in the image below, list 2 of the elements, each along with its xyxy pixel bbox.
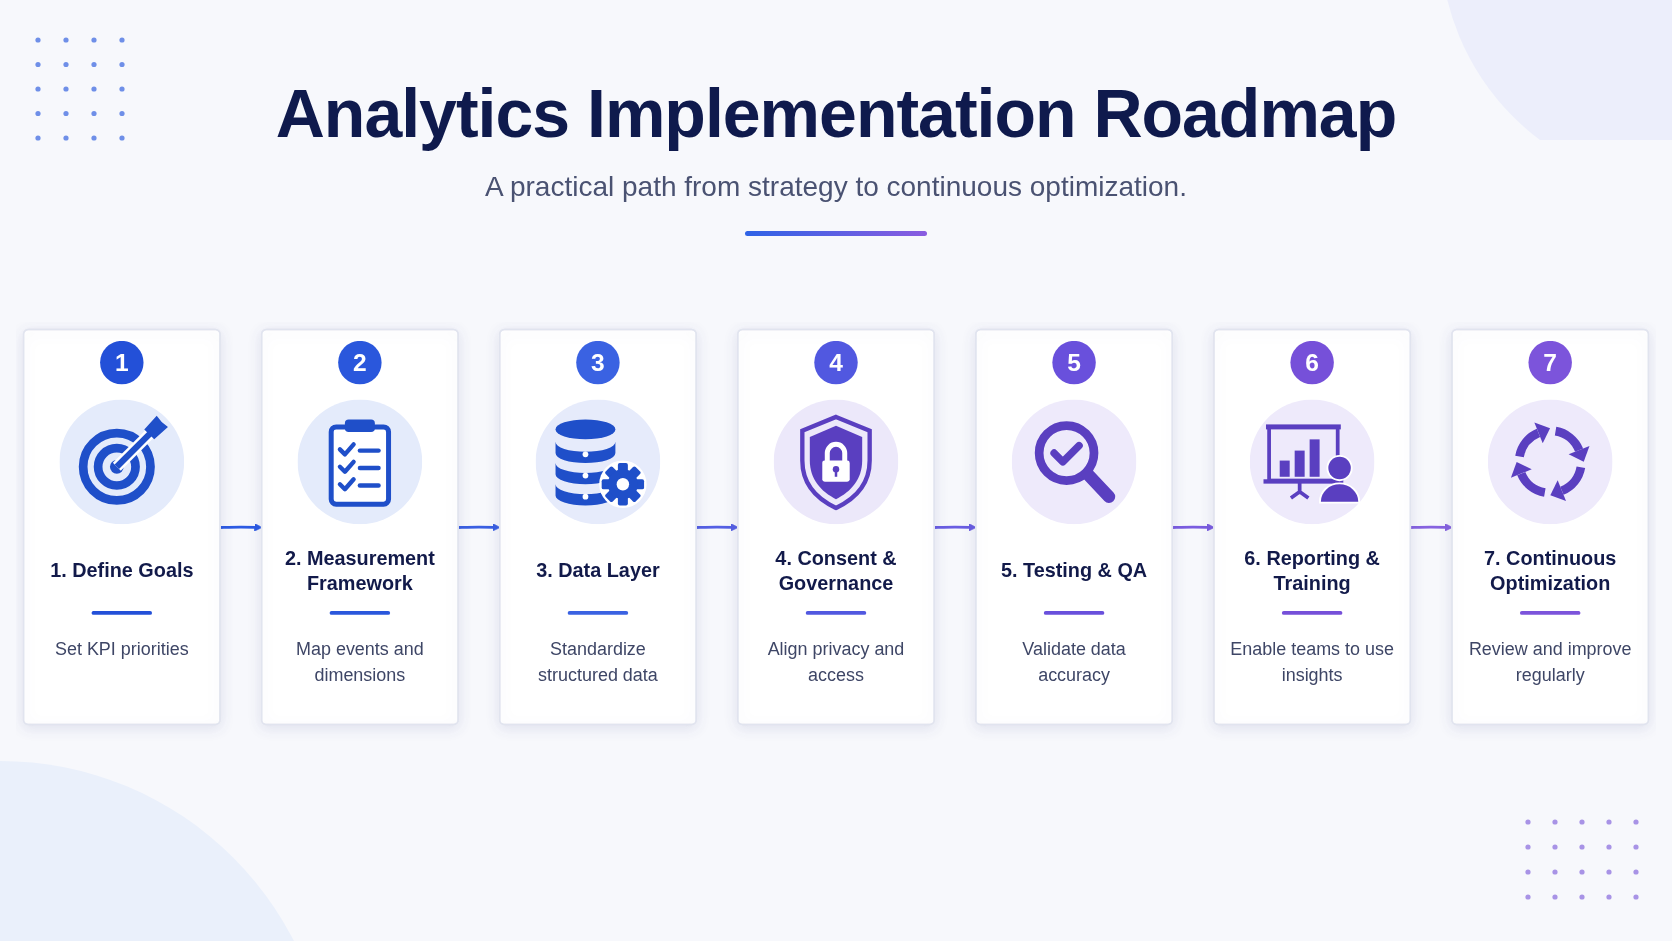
diagram-title: Analytics Implementation Roadmap [275,78,1397,150]
subtitle: A practical path from strategy to continuous optimization. [485,171,1187,204]
